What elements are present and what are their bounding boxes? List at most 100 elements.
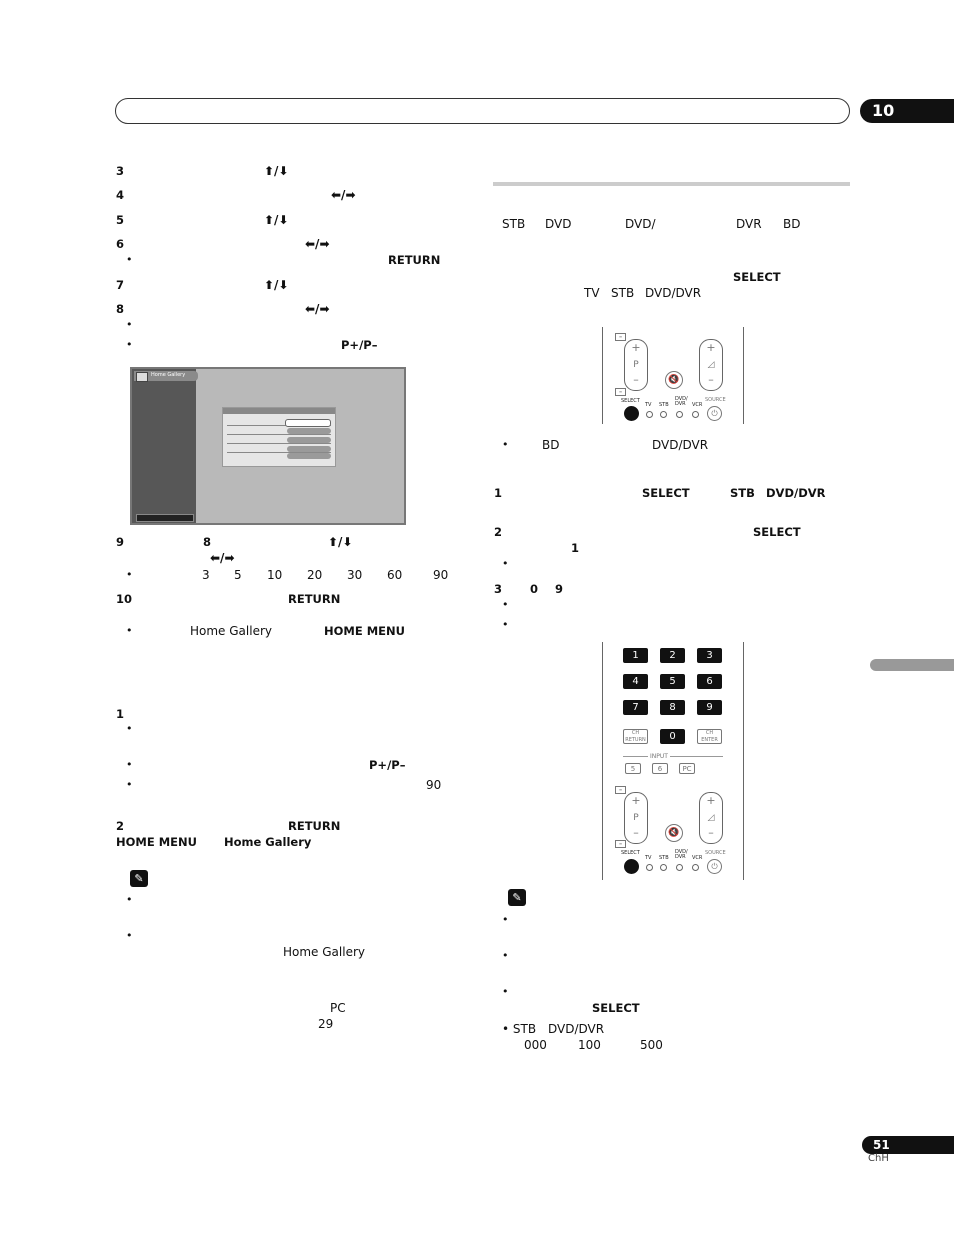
input-key-6: 6 (652, 763, 668, 774)
bullet: • (126, 338, 133, 351)
plus-icon: + (706, 341, 716, 354)
screen-tab (134, 371, 198, 381)
interval-value: 10 (267, 568, 283, 582)
input-divider (623, 756, 723, 757)
dialog-option (287, 437, 331, 443)
select-key-label: SELECT (733, 270, 781, 284)
side-index-tab (870, 659, 954, 671)
step-number: 4 (116, 188, 125, 202)
interval-value: 30 (347, 568, 363, 582)
step-number: 6 (116, 237, 125, 251)
page-reference: 29 (318, 1017, 334, 1031)
stb-label: STB (659, 855, 669, 861)
bullet: • (126, 568, 133, 581)
return-key-label: RETURN (388, 253, 441, 267)
tv-label: TV (645, 855, 652, 861)
bullet: • (126, 893, 133, 906)
device-label: DVD/DVR (645, 286, 702, 300)
code-value: 500 (640, 1038, 663, 1052)
screen-settings-dialog (222, 407, 336, 467)
select-label: SELECT (621, 850, 640, 856)
home-gallery-screen: Home Gallery (130, 367, 406, 525)
dvd-dvr-label: DVD/ DVR (675, 396, 688, 407)
dvd-dvr-led (676, 411, 683, 418)
code-value: 000 (524, 1038, 547, 1052)
minus-icon: – (633, 826, 639, 839)
vcr-label: VCR (692, 855, 703, 861)
step-reference: 8 (203, 535, 212, 549)
select-label: SELECT (621, 398, 640, 404)
section-divider (493, 182, 850, 186)
dialog-title-bar (223, 408, 335, 414)
note-icon: ✎ (508, 889, 526, 906)
number-key-8: 8 (660, 700, 685, 715)
bullet: • (502, 557, 509, 570)
bullet: • (502, 438, 509, 451)
page-number-tab (862, 1136, 954, 1154)
mute-icon: 🔇 (665, 371, 683, 389)
vcr-led (692, 864, 699, 871)
stb-key-label: STB (730, 486, 755, 500)
number-key-0: 0 (660, 729, 685, 744)
screen-footer-bar (136, 514, 194, 522)
minus-icon: – (708, 373, 714, 386)
source-label: SOURCE (705, 397, 726, 403)
power-icon: ⏻ (707, 859, 722, 874)
vcr-led (692, 411, 699, 418)
source-label: SOURCE (705, 850, 726, 856)
code-value: 100 (578, 1038, 601, 1052)
number-key-1: 1 (623, 648, 648, 663)
interval-value: 3 (202, 568, 210, 582)
input-label: INPUT (648, 753, 670, 760)
arrow-up-down-icon: ⬆/⬇ (264, 278, 289, 292)
home-menu-key-label: HOME MENU (116, 835, 197, 849)
chapter-tab (860, 99, 954, 123)
bullet: • (126, 929, 133, 942)
p-label: P (633, 360, 639, 370)
input-key-5: 5 (625, 763, 641, 774)
dialog-row (227, 428, 331, 435)
number-key-6: 6 (697, 674, 722, 689)
step-number: 2 (116, 819, 125, 833)
note-icon: ✎ (130, 870, 148, 887)
select-key-label: SELECT (592, 1001, 640, 1015)
channel-pill: + P – (624, 339, 648, 391)
gallery-icon (136, 372, 148, 382)
screen-sidebar (132, 369, 196, 523)
device-label: BD (783, 217, 801, 231)
number-key-5: 5 (660, 674, 685, 689)
volume-pill: + ◿ – (699, 792, 723, 844)
step-number: 1 (116, 707, 125, 721)
bullet: • (126, 624, 133, 637)
vcr-label: VCR (692, 402, 703, 408)
step-number: 1 (494, 486, 503, 500)
stb-led (660, 411, 667, 418)
dialog-option-selected (285, 419, 331, 427)
number-key-7: 7 (623, 700, 648, 715)
remote-illustration-select: ≡ + P – 🔇 + ◿ – ≡ SELECT TV STB DVD/ DVR… (602, 327, 744, 424)
dvd-dvr-key-label: DVD/DVR (766, 486, 826, 500)
ch-return-key: CH RETURN (623, 729, 648, 744)
device-label: TV (584, 286, 600, 300)
dvd-dvr-led (676, 864, 683, 871)
dialog-row (227, 446, 331, 453)
device-label: DVD/DVR (548, 1022, 605, 1036)
device-label: DVD/ (625, 217, 656, 231)
tv-led (646, 864, 653, 871)
mute-icon: 🔇 (665, 824, 683, 842)
interval-value: 20 (307, 568, 323, 582)
bullet: • (502, 949, 509, 962)
arrow-left-right-icon: ⬅/➡ (305, 237, 330, 251)
app-name: Home Gallery (283, 945, 365, 959)
bullet: • (126, 722, 133, 735)
step-number: 3 (494, 582, 503, 596)
select-button-highlight (624, 859, 639, 874)
bullet: • (126, 758, 133, 771)
device-label: STB (502, 217, 526, 231)
stb-led (660, 864, 667, 871)
dialog-row (227, 437, 331, 444)
step-number: 7 (116, 278, 125, 292)
app-name: Home Gallery (190, 624, 272, 638)
tv-label: TV (645, 402, 652, 408)
plus-icon: + (631, 794, 641, 807)
